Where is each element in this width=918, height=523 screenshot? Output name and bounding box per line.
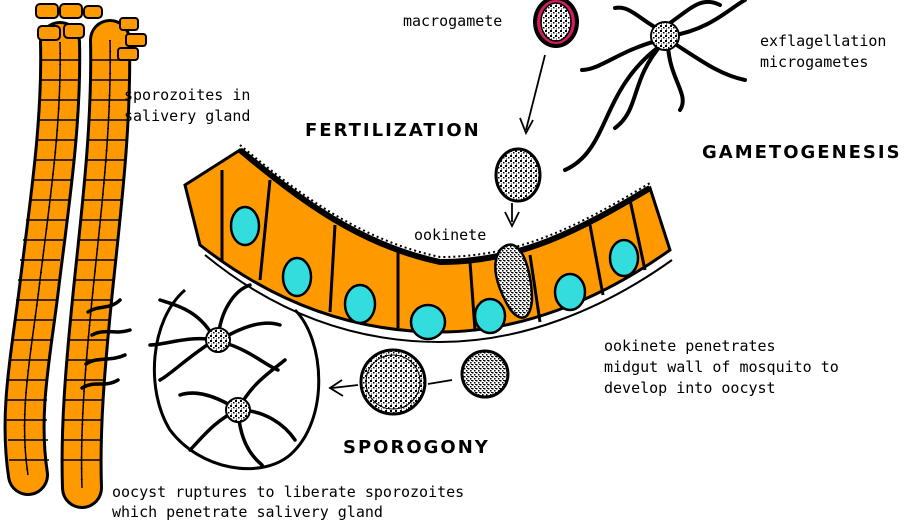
- microgametes-label: microgametes: [760, 53, 869, 71]
- macrogamete-label: macrogamete: [403, 12, 503, 30]
- gametogenesis-stage-title: GAMETOGENESIS: [702, 142, 902, 163]
- penetrates-label-line3: develop into oocyst: [604, 379, 776, 397]
- salivary-gland: [3, 3, 147, 509]
- arrows: [328, 54, 546, 397]
- ookinete-label: ookinete: [414, 226, 487, 244]
- ruptured-oocyst: [80, 283, 321, 471]
- zygote-cell: [494, 147, 542, 203]
- penetrates-label-line2: midgut wall of mosquito to: [604, 358, 839, 376]
- fertilization-stage-title: FERTILIZATION: [305, 120, 481, 141]
- mature-oocyst: [359, 348, 427, 416]
- microgametocyte: [563, 0, 747, 172]
- sporogony-stage-title: SPOROGONY: [343, 437, 490, 458]
- ruptures-label-line1: oocyst ruptures to liberate sporozoites: [112, 483, 465, 501]
- exflagellation-label: exflagellation: [760, 32, 887, 50]
- sporozoites-label-line1: sporozoites in: [124, 86, 251, 104]
- penetrates-label-line1: ookinete penetrates: [604, 337, 776, 355]
- ruptures-label-line2: which penetrate salivery gland: [112, 503, 383, 521]
- macrogamete-cell: [533, 0, 579, 48]
- young-oocyst: [460, 349, 510, 399]
- sporozoites-label-line2: salivery gland: [124, 107, 251, 125]
- midgut-wall: [183, 144, 673, 344]
